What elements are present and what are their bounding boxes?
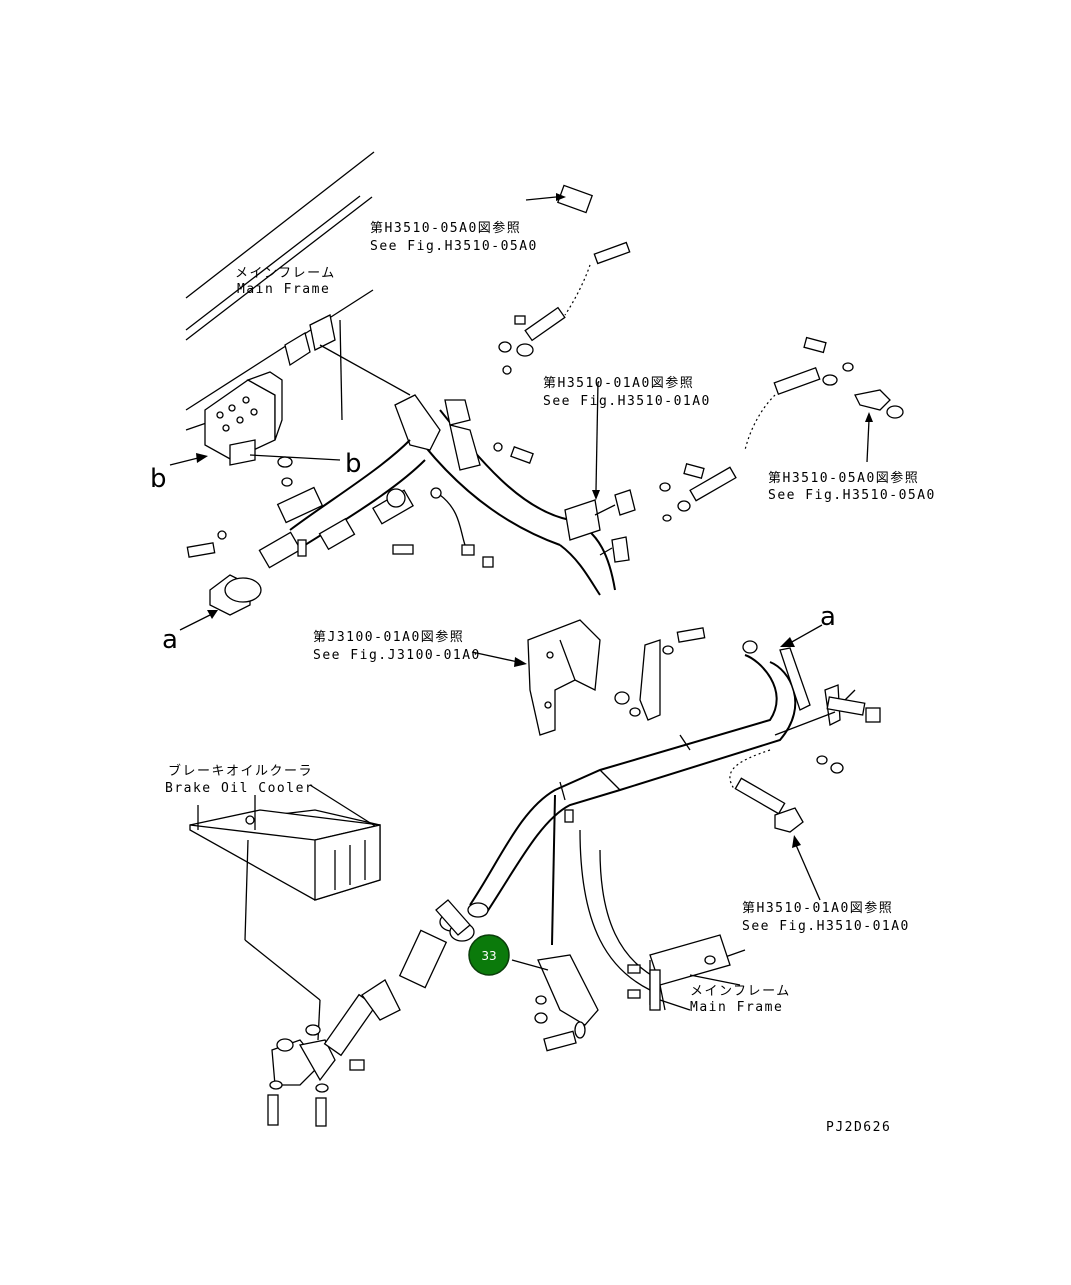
hose-right: [659, 336, 904, 522]
label-h3510-05a0-top-en: See Fig.H3510-05A0: [370, 239, 538, 254]
label-h3510-01a0-mid-jp: 第H3510-01A0図参照: [543, 375, 694, 391]
label-see-h3510-05a0-right: 第H3510-05A0図参照 See Fig.H3510-05A0: [768, 470, 936, 503]
label-h3510-01a0-low-jp: 第H3510-01A0図参照: [742, 900, 893, 916]
label-see-h3510-01a0-low: 第H3510-01A0図参照 See Fig.H3510-01A0: [742, 900, 910, 934]
connector-a-left: a: [162, 625, 178, 655]
label-h3510-01a0-low-en: See Fig.H3510-01A0: [742, 919, 910, 934]
label-h3510-05a0-right-en: See Fig.H3510-05A0: [768, 488, 936, 503]
label-main-frame-top-en: Main Frame: [237, 282, 330, 297]
label-see-j3100-01a0: 第J3100-01A0図参照 See Fig.J3100-01A0: [313, 629, 481, 663]
connector-b-left: b: [150, 464, 167, 494]
lower-tube-assembly: [467, 640, 881, 946]
label-h3510-05a0-top-jp: 第H3510-05A0図参照: [370, 220, 521, 236]
label-see-h3510-05a0-top: 第H3510-05A0図参照 See Fig.H3510-05A0: [370, 220, 538, 254]
label-h3510-05a0-right-jp: 第H3510-05A0図参照: [768, 470, 919, 486]
callout-marker[interactable]: [468, 934, 510, 976]
cooler-fittings: [244, 839, 475, 1127]
label-main-frame-top-jp: メインフレーム: [235, 266, 336, 281]
connector-a-right: a: [820, 602, 836, 632]
hose-top: [493, 184, 631, 464]
callout-number: 33: [481, 949, 496, 963]
label-main-frame-top: メインフレーム Main Frame: [235, 266, 336, 297]
hardware-upper-left: [186, 456, 414, 558]
label-main-frame-low-en: Main Frame: [690, 1000, 783, 1015]
label-j3100-01a0-en: See Fig.J3100-01A0: [313, 648, 481, 663]
label-h3510-01a0-mid-en: See Fig.H3510-01A0: [543, 394, 711, 409]
drawing-code: PJ2D626: [826, 1120, 891, 1135]
main-frame-upper: [185, 151, 375, 466]
connector-b-right: b: [345, 449, 362, 479]
main-frame-lower: [534, 829, 746, 1052]
label-brake-cooler-en: Brake Oil Cooler: [165, 781, 314, 796]
label-j3100-01a0-jp: 第J3100-01A0図参照: [313, 629, 464, 645]
callout-33[interactable]: 33: [468, 934, 510, 976]
brake-oil-cooler: [189, 805, 381, 901]
label-see-h3510-01a0-mid: 第H3510-01A0図参照 See Fig.H3510-01A0: [543, 375, 711, 409]
label-brake-cooler-jp: ブレーキオイルクーラ: [168, 763, 313, 779]
label-main-frame-low-jp: メインフレーム: [690, 984, 791, 999]
label-main-frame-low: メインフレーム Main Frame: [690, 984, 791, 1015]
upper-tube-assembly: [209, 344, 636, 616]
bracket-j3100: [527, 619, 706, 736]
leader-lines: [169, 193, 873, 1011]
label-brake-oil-cooler: ブレーキオイルクーラ Brake Oil Cooler: [165, 763, 314, 796]
